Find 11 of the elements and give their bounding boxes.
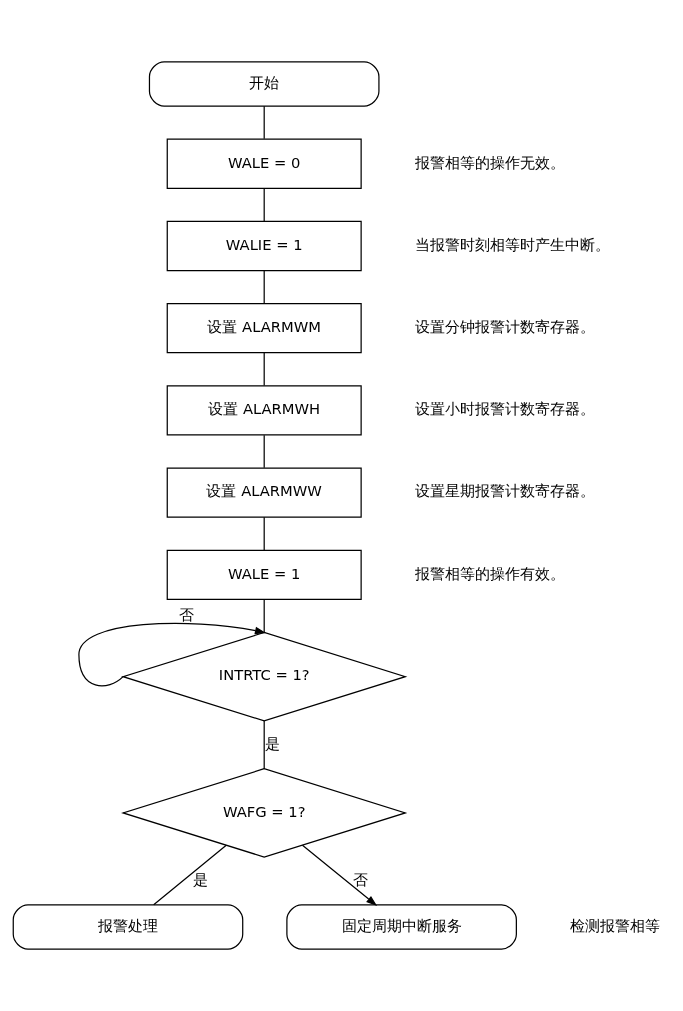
node-label: 设置分钟报警计数寄存器。 [414, 317, 595, 335]
edge-label: 否 [353, 870, 369, 888]
node-label: 报警相等的操作无效。 [414, 153, 565, 171]
edge-label: 是 [193, 870, 209, 888]
node-label: 设置小时报警计数寄存器。 [414, 400, 595, 418]
label: 检测报警相等 [570, 916, 661, 934]
node-label: 设置星期报警计数寄存器。 [414, 482, 595, 500]
node-label: 报警相等的操作有效。 [414, 564, 565, 582]
edge-label: 是 [264, 734, 280, 752]
edge-label: 否 [179, 605, 195, 623]
node-label: 当报警时刻相等时产生中断。 [414, 235, 610, 253]
